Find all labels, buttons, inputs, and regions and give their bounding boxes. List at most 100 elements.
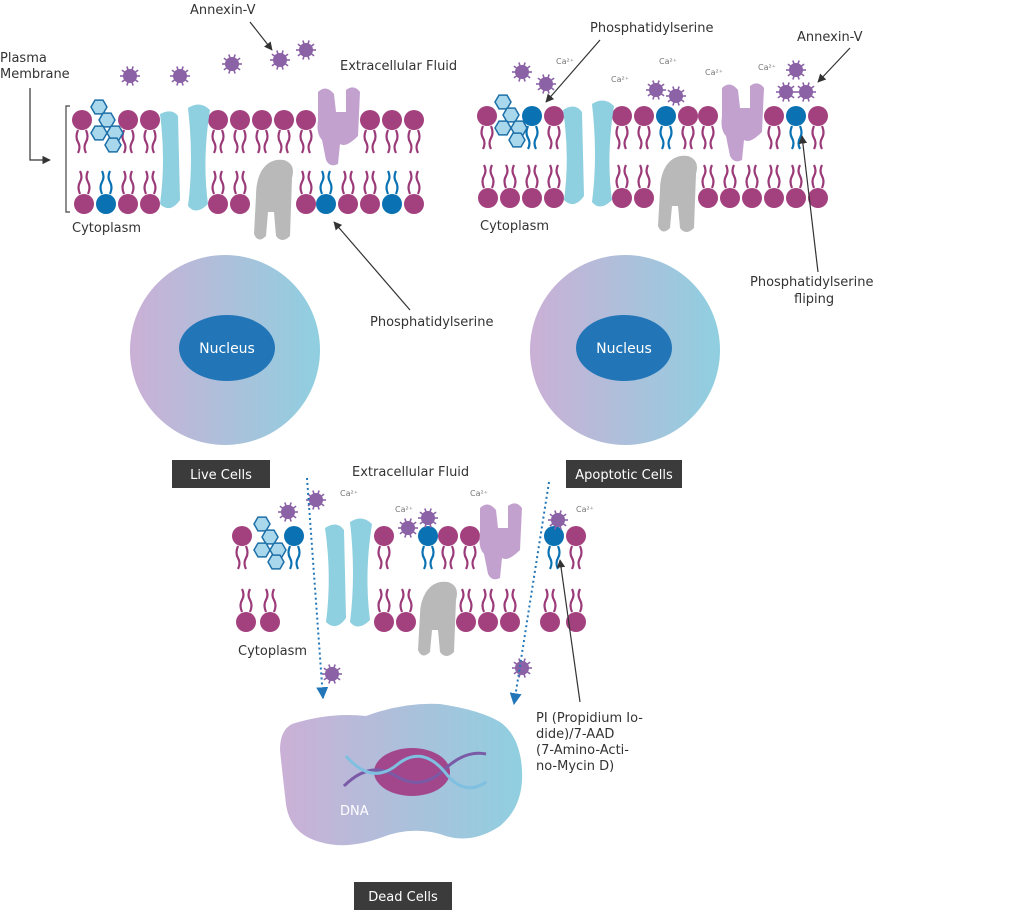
lipid-outer [808,106,828,150]
lipid-inner [566,588,586,632]
apop-annexin-arrow [817,47,851,83]
dead-gray-protein [418,581,457,656]
lipid-outer [764,106,784,150]
annexin-v-molecule [398,518,418,538]
lipid-outer [678,106,698,150]
apop-flip-label-2: fliping [794,292,834,307]
phosphatidylserine-outer [656,106,676,150]
dead-ca-4: Ca²⁺ [576,505,594,514]
lipid-outer [404,110,424,154]
channel-protein-right [188,104,210,211]
dead-pi-label-1: PI (Propidium Io- [536,711,643,726]
live-ps-label: Phosphatidylserine [370,315,494,330]
lipid-inner [396,588,416,632]
lipid-inner [296,170,316,214]
dead-pi-arrow [556,559,581,703]
lipid-outer [460,526,480,570]
dead-channel-right [350,518,372,627]
live-annexin-group [120,40,316,86]
apop-flip-arrow [798,135,819,273]
dead-ca-2: Ca²⁺ [395,505,413,514]
lipid-inner [742,164,762,208]
carbohydrate-hex [494,94,512,110]
dna-strand-2 [344,754,487,790]
dead-ca-1: Ca²⁺ [340,489,358,498]
lipid-outer [438,526,458,570]
live-membrane [72,99,424,214]
membrane-bracket [65,105,70,213]
apop-ps-label: Phosphatidylserine [590,21,714,36]
dead-pi-label-4: no-Mycin D) [536,759,614,774]
lipid-outer [230,110,250,154]
membrane-pointer-arrow [29,88,51,165]
live-cytoplasm-label: Cytoplasm [72,221,141,236]
lipid-inner [720,164,740,208]
dead-ca-3: Ca²⁺ [470,489,488,498]
annexin-v-molecule [646,80,666,100]
annexin-v-molecule [296,40,316,60]
apop-annexin-group [512,60,816,106]
dead-entry-arrow-left [306,477,329,700]
carbohydrate-hex [269,542,287,558]
apoptotic-membrane [477,94,828,208]
annexin-v-molecule [536,74,556,94]
lipid-inner [764,164,784,208]
live-extracellular-label: Extracellular Fluid [340,59,457,74]
lipid-inner [478,164,498,208]
live-cells-label: Live Cells [190,468,252,483]
dead-pi-label-2: dide)/7-AAD [536,727,614,742]
lipid-inner [74,170,94,214]
live-nucleus-label: Nucleus [199,341,255,357]
lipid-outer [382,110,402,154]
dead-panel: Extracellular Fluid Ca²⁺ Ca²⁺ Ca²⁺ Ca²⁺ … [232,465,643,910]
annexin-v-molecule [666,86,686,106]
lipid-inner [404,170,424,214]
phosphatidylserine-inner [316,170,336,214]
apop-lilac-protein [721,83,764,162]
apop-channel-right [592,100,614,207]
carbohydrate-hex [104,137,122,153]
lipid-inner [612,164,632,208]
live-annexin-arrow [249,21,273,51]
dna-label: DNA [340,804,369,819]
apop-nucleus-label: Nucleus [596,341,652,357]
lipid-inner [634,164,654,208]
live-annexin-label: Annexin-V [190,3,256,18]
dead-extracellular-label: Extracellular Fluid [352,465,469,480]
phosphatidylserine-outer [418,526,438,570]
carbohydrate-hex [253,542,271,558]
phosphatidylserine-outer [786,106,806,150]
dead-cells-label: Dead Cells [368,890,438,905]
lipid-inner [500,164,520,208]
lipid-outer [360,110,380,154]
annexin-v-molecule [170,66,190,86]
lipid-inner [140,170,160,214]
annexin-v-molecule [796,82,816,102]
carbohydrate-hex [502,107,520,123]
live-nucleus [179,315,275,381]
annexin-v-molecule [548,510,568,530]
lipid-outer [274,110,294,154]
apop-cells-label: Apoptotic Cells [575,468,673,483]
lipid-inner [338,170,358,214]
carbohydrate-hex [510,120,528,136]
lipid-outer [544,106,564,150]
apop-ca-5: Ca²⁺ [758,63,776,72]
apop-ca-4: Ca²⁺ [705,68,723,77]
gray-protein [254,159,293,240]
carbohydrate-hex [494,120,512,136]
apop-annexin-label: Annexin-V [797,30,863,45]
lipid-inner [478,588,498,632]
annexin-v-molecule [322,664,342,684]
annexin-v-molecule [418,508,438,528]
lilac-protein [317,87,360,166]
phosphatidylserine-outer [544,526,564,570]
lipid-inner [456,588,476,632]
annexin-v-molecule [776,82,796,102]
lipid-outer [566,526,586,570]
annexin-v-molecule [512,658,532,678]
live-ps-arrow [333,221,411,311]
apop-nucleus [576,315,672,381]
phosphatidylserine-inner [96,170,116,214]
channel-protein-left [160,111,180,209]
